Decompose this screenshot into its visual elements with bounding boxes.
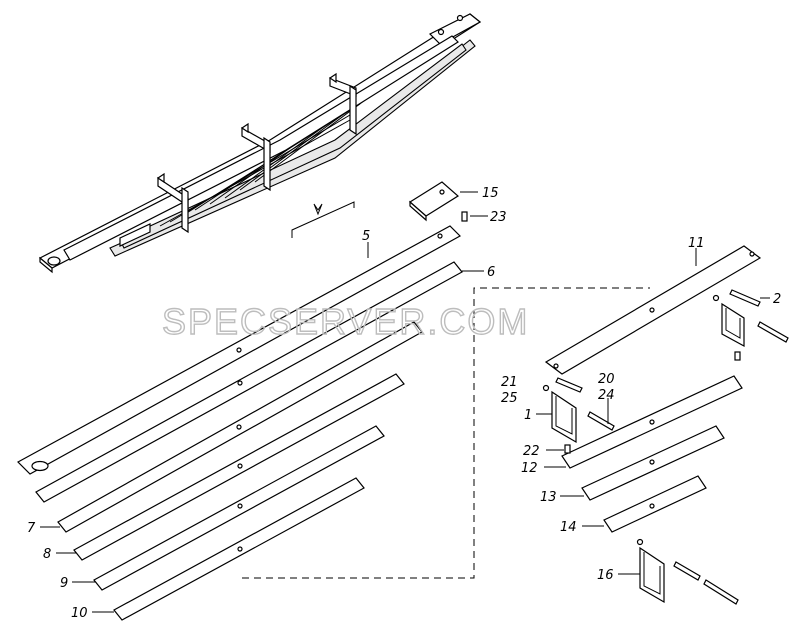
- rivet-23: [461, 211, 468, 222]
- leaf-10: [113, 477, 365, 621]
- leaf-8: [73, 373, 405, 561]
- callout-9: 9: [60, 576, 68, 591]
- leaf-12: [561, 375, 743, 469]
- clamp-16: [636, 538, 739, 605]
- leaf-14: [603, 475, 707, 533]
- leaf-9: [93, 425, 385, 591]
- eye-hole: [47, 256, 61, 266]
- direction-arrow: [291, 201, 355, 238]
- bolt-hole: [456, 14, 464, 22]
- leader-lines: [40, 191, 770, 613]
- leaf-13: [581, 425, 725, 501]
- callout-7: 7: [27, 521, 36, 536]
- callout-11: 11: [688, 236, 705, 251]
- callout-12: 12: [521, 461, 538, 476]
- assembled-leaf-spring: [38, 13, 482, 274]
- callout-5: 5: [362, 229, 370, 244]
- callout-labels: 15 23 5 6 11 2 21 25 20 24 1 22 12 13 14…: [27, 186, 781, 621]
- callout-13: 13: [540, 490, 557, 505]
- clamp-2: [712, 289, 789, 361]
- callout-20: 20: [598, 372, 615, 387]
- watermark: SPECSERVER.COM: [162, 301, 529, 342]
- rebound-clamp: [328, 72, 357, 136]
- callout-23: 23: [490, 210, 507, 225]
- assembly-dashed-line: [242, 287, 650, 579]
- leaf-11: [544, 245, 762, 375]
- callout-22: 22: [523, 444, 540, 459]
- callout-16: 16: [597, 568, 614, 583]
- bolt-hole: [437, 28, 445, 36]
- leaf-6: [35, 261, 463, 503]
- callout-21: 21: [501, 375, 518, 390]
- callout-15: 15: [482, 186, 499, 201]
- rebound-clamp: [156, 172, 189, 234]
- rebound-clamp: [240, 122, 271, 192]
- callout-24: 24: [598, 388, 615, 403]
- callout-8: 8: [43, 547, 51, 562]
- leaf-7: [57, 321, 423, 533]
- callout-10: 10: [71, 606, 88, 621]
- callout-14: 14: [560, 520, 577, 535]
- callout-6: 6: [487, 265, 495, 280]
- callout-2: 2: [773, 292, 781, 307]
- plate-15: [408, 181, 460, 222]
- callout-25: 25: [501, 391, 518, 406]
- leaf-5: [17, 225, 461, 475]
- callout-1: 1: [524, 408, 532, 423]
- clamp-1: [542, 377, 615, 454]
